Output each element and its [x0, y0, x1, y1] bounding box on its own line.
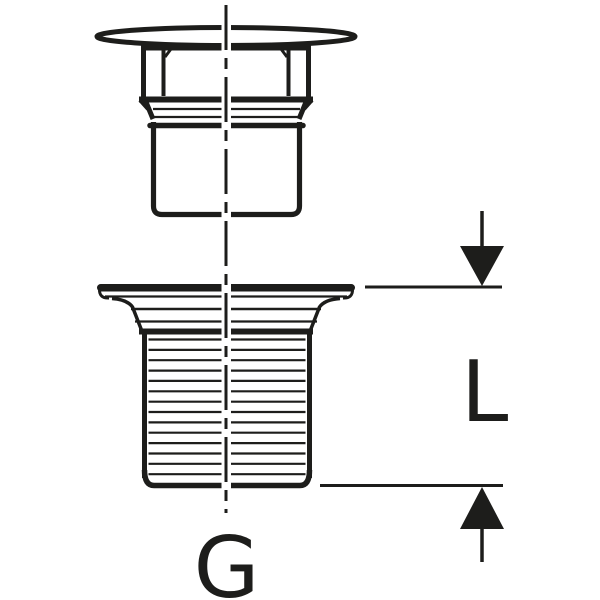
thread-label-G: G [194, 519, 260, 600]
shoulder-slope-right [296, 101, 309, 120]
hex-chamfer-left [163, 48, 173, 58]
flange-end-curl-left [97, 288, 110, 300]
arrow-up-icon [460, 487, 504, 529]
arrow-down-icon [460, 246, 504, 286]
neck-slope-left [111, 296, 144, 331]
flange-end-curl-right [342, 288, 355, 300]
neck-slope-right [308, 296, 341, 331]
dimension-label-L: L [461, 343, 508, 442]
shoulder-slope-left [143, 101, 156, 120]
hex-chamfer-right [279, 48, 289, 58]
dimension-L: L [320, 211, 508, 562]
